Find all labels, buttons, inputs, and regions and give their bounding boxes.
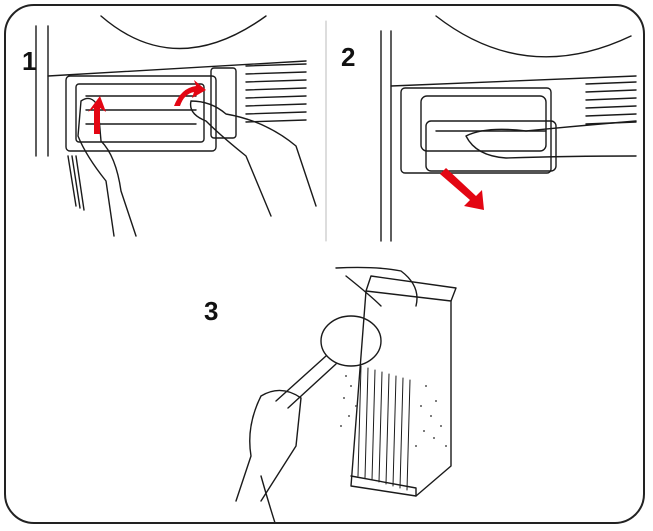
dryer-drum-curve-2 xyxy=(435,15,632,58)
dryer-side-edge xyxy=(35,25,49,157)
step-1-number: 1 xyxy=(22,46,37,76)
pulling-hand xyxy=(465,120,637,159)
instruction-frame: 1 2 3 xyxy=(4,4,645,524)
hose xyxy=(260,475,276,522)
vent-grill-2 xyxy=(585,81,637,125)
dryer-panel-line xyxy=(47,60,307,77)
filter-box xyxy=(350,290,452,497)
illustration-canvas xyxy=(35,15,637,522)
left-hand xyxy=(77,97,137,237)
open-compartment xyxy=(400,87,552,174)
vent-grill xyxy=(245,63,307,123)
panel-1-illustration xyxy=(35,15,317,237)
lower-hand xyxy=(235,389,302,502)
dryer-drum-curve xyxy=(100,15,267,50)
door-hatch xyxy=(67,155,85,211)
pull-out-arrow-icon xyxy=(440,168,484,210)
right-hand xyxy=(189,100,317,217)
panel-2-illustration xyxy=(380,15,637,242)
step-2-number: 2 xyxy=(341,42,356,72)
shower-head xyxy=(320,315,382,367)
filter-box-top xyxy=(365,275,457,302)
filter-housing xyxy=(65,75,217,152)
filter-unit xyxy=(420,95,547,152)
latch xyxy=(210,67,237,139)
dryer-side-edge-2 xyxy=(380,30,392,242)
top-hand xyxy=(335,266,418,307)
filter-mesh xyxy=(357,365,411,491)
step-3-number: 3 xyxy=(204,296,219,326)
filter-cover xyxy=(75,83,205,143)
shower-handle xyxy=(275,355,337,409)
panel-3-illustration xyxy=(235,266,457,522)
rotate-arrow-icon xyxy=(88,80,206,134)
water-spray xyxy=(340,375,447,447)
